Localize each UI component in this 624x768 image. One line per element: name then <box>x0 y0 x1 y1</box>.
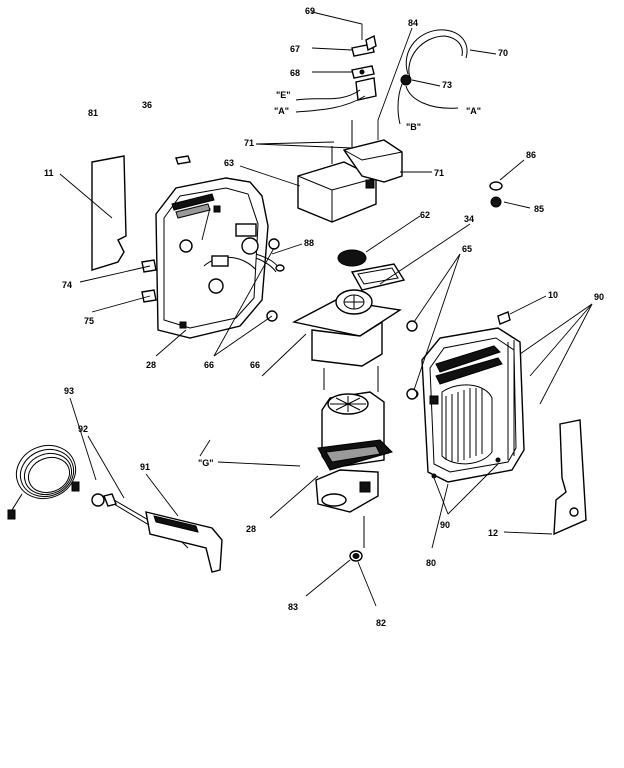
callout-92: 92 <box>78 424 88 434</box>
callout-67: 67 <box>290 44 300 54</box>
callout-A-right: "A" <box>466 106 481 116</box>
washer-and-grommet <box>489 181 503 208</box>
bushings-65 <box>406 320 418 400</box>
callout-85: 85 <box>534 204 544 214</box>
callout-11: 11 <box>44 168 54 178</box>
filter-and-gasket <box>337 249 406 291</box>
callout-70: 70 <box>498 48 508 58</box>
callout-G: "G" <box>198 458 214 468</box>
callout-65: 65 <box>462 244 472 254</box>
callout-83: 83 <box>288 602 298 612</box>
callout-88: 88 <box>304 238 314 248</box>
top-bracket-assembly <box>295 34 377 113</box>
hose <box>7 445 80 520</box>
spray-gun <box>145 511 223 573</box>
callout-84: 84 <box>408 18 418 28</box>
callout-75: 75 <box>84 316 94 326</box>
callout-E: "E" <box>276 90 291 100</box>
callout-68: 68 <box>290 68 300 78</box>
nozzle-parts <box>349 550 363 562</box>
callout-36: 36 <box>142 100 152 110</box>
callout-62: 62 <box>420 210 430 220</box>
callout-93: 93 <box>64 386 74 396</box>
side-panel-right <box>553 419 587 536</box>
callout-69: 69 <box>305 6 315 16</box>
switch-housing <box>297 120 403 223</box>
callout-74: 74 <box>62 280 72 290</box>
callout-91: 91 <box>140 462 150 472</box>
left-housing <box>155 177 269 339</box>
callout-66-right: 66 <box>250 360 260 370</box>
clip-10 <box>497 311 511 325</box>
callout-28-left: 28 <box>146 360 156 370</box>
callout-63: 63 <box>224 158 234 168</box>
right-housing <box>409 327 525 483</box>
callout-82: 82 <box>376 618 386 628</box>
callout-90-bottom: 90 <box>440 520 450 530</box>
callout-90-top: 90 <box>594 292 604 302</box>
callout-73: 73 <box>442 80 452 90</box>
callout-71-right: 71 <box>434 168 444 178</box>
side-panel-left <box>91 155 127 271</box>
callout-86: 86 <box>526 150 536 160</box>
leader-lines <box>59 11 593 607</box>
callout-71-left: 71 <box>244 138 254 148</box>
callout-A-left: "A" <box>274 106 289 116</box>
callout-81: 81 <box>88 108 98 118</box>
callout-B: "B" <box>406 122 421 132</box>
housing-grille <box>441 384 493 465</box>
hose-clamp <box>397 29 468 125</box>
callout-34: 34 <box>464 214 474 224</box>
motor-assembly <box>315 391 393 548</box>
callout-10: 10 <box>548 290 558 300</box>
fan-housing <box>291 289 402 392</box>
callout-12: 12 <box>488 528 498 538</box>
callout-80: 80 <box>426 558 436 568</box>
callout-28-motor: 28 <box>246 524 256 534</box>
callout-66-left: 66 <box>204 360 214 370</box>
callout-labels: 69 84 67 68 70 73 "E" "A" "B" "A" 81 36 … <box>44 6 604 628</box>
